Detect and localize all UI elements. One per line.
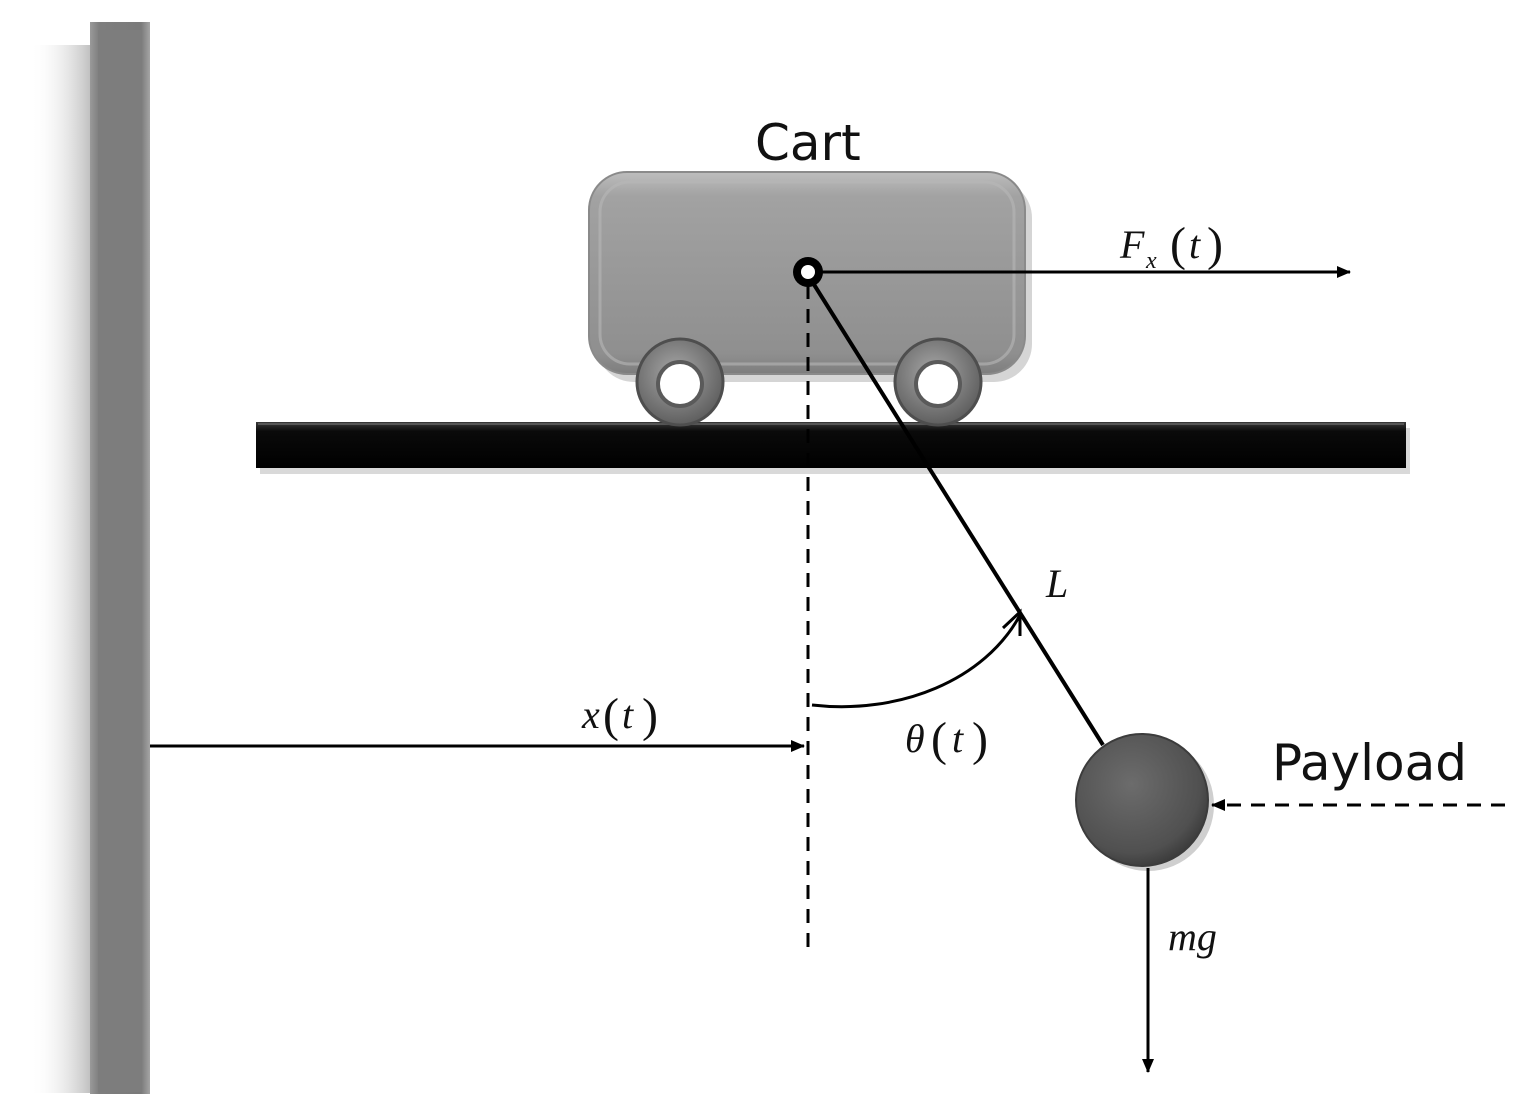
force-paren-open: ( — [1170, 218, 1186, 271]
force-arg: t — [1189, 222, 1201, 267]
rail — [256, 422, 1410, 474]
wheel-hole — [656, 360, 704, 408]
position-label: x ( t ) — [581, 689, 658, 742]
pivot-inner — [801, 265, 815, 279]
force-subscript: x — [1145, 248, 1157, 274]
position-symbol: x — [581, 692, 600, 737]
pendulum-rod — [806, 273, 1105, 747]
position-paren-open: ( — [603, 689, 619, 742]
position-arg: t — [622, 692, 634, 737]
cart — [588, 171, 1032, 427]
angle-label: θ ( t ) — [905, 713, 988, 766]
force-symbol: F — [1119, 222, 1145, 267]
payload-ball — [1075, 733, 1209, 867]
force-label: F x ( t ) — [1119, 218, 1223, 274]
wheel-hole — [914, 360, 962, 408]
wall — [30, 22, 150, 1094]
wall-shadow — [30, 45, 92, 1093]
angle-arg: t — [952, 716, 964, 761]
wall-inner — [98, 30, 142, 1092]
cart-wheel-right — [893, 337, 983, 427]
angle-arc — [811, 614, 1022, 709]
force-paren-close: ) — [1207, 218, 1223, 271]
length-label: L — [1045, 561, 1068, 606]
cart-label: Cart — [755, 114, 861, 172]
gravity-label: mg — [1168, 914, 1217, 959]
angle-arc-arrowhead — [1001, 608, 1022, 636]
cart-wheel-left — [635, 337, 725, 427]
angle-symbol: θ — [905, 716, 925, 761]
angle-paren-open: ( — [931, 713, 947, 766]
rail-bar — [256, 422, 1406, 468]
pivot-joint — [793, 257, 823, 287]
angle-paren-close: ) — [972, 713, 988, 766]
position-paren-close: ) — [642, 689, 658, 742]
payload-label: Payload — [1272, 734, 1467, 792]
payload-mass — [1075, 733, 1214, 871]
